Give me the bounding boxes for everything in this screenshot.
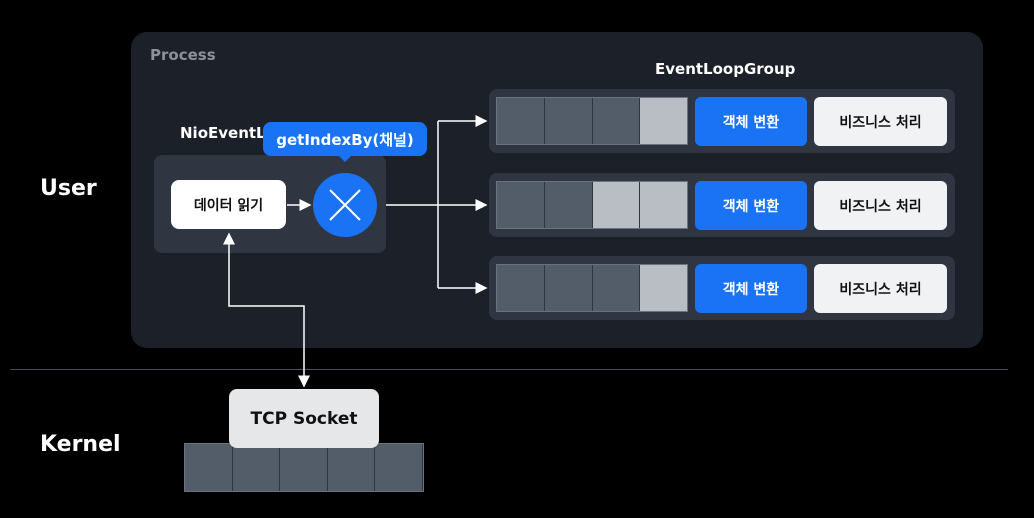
nio-event-loop-label: NioEventL	[180, 124, 266, 142]
queue-cell	[640, 98, 687, 144]
queue-cell	[544, 182, 593, 228]
queue-cell	[592, 182, 641, 228]
kernel-layer-label: Kernel	[40, 432, 121, 457]
queue-cell	[544, 265, 593, 311]
queue-cell	[497, 182, 545, 228]
object-convert-box: 객체 변환	[695, 181, 807, 230]
buffer-cell	[185, 444, 233, 491]
x-cross-icon	[329, 189, 361, 221]
socket-buffer-queue	[184, 443, 424, 492]
business-logic-box: 비즈니스 처리	[814, 264, 947, 313]
queue-cell	[592, 265, 641, 311]
task-queue	[496, 181, 688, 229]
selector-tooltip: getIndexBy(채널)	[263, 122, 427, 156]
event-loop-group-label: EventLoopGroup	[655, 60, 796, 78]
queue-cell	[640, 182, 687, 228]
user-kernel-divider	[10, 369, 1008, 370]
business-logic-box: 비즈니스 처리	[814, 181, 947, 230]
queue-cell	[592, 98, 641, 144]
task-queue	[496, 264, 688, 312]
tcp-socket-box: TCP Socket	[229, 389, 379, 448]
object-convert-box: 객체 변환	[695, 97, 807, 146]
socket-read-connector	[223, 232, 310, 388]
queue-cell	[544, 98, 593, 144]
buffer-cell	[375, 444, 423, 491]
buffer-cell	[232, 444, 281, 491]
selector-node	[313, 173, 377, 237]
tooltip-tail	[338, 155, 352, 162]
queue-cell	[497, 98, 545, 144]
user-layer-label: User	[40, 176, 97, 201]
buffer-cell	[280, 444, 328, 491]
business-logic-box: 비즈니스 처리	[814, 97, 947, 146]
task-queue	[496, 97, 688, 145]
object-convert-box: 객체 변환	[695, 264, 807, 313]
queue-cell	[497, 265, 545, 311]
read-data-box: 데이터 읽기	[171, 180, 286, 229]
buffer-cell	[327, 444, 376, 491]
process-label: Process	[150, 46, 216, 64]
queue-cell	[640, 265, 687, 311]
